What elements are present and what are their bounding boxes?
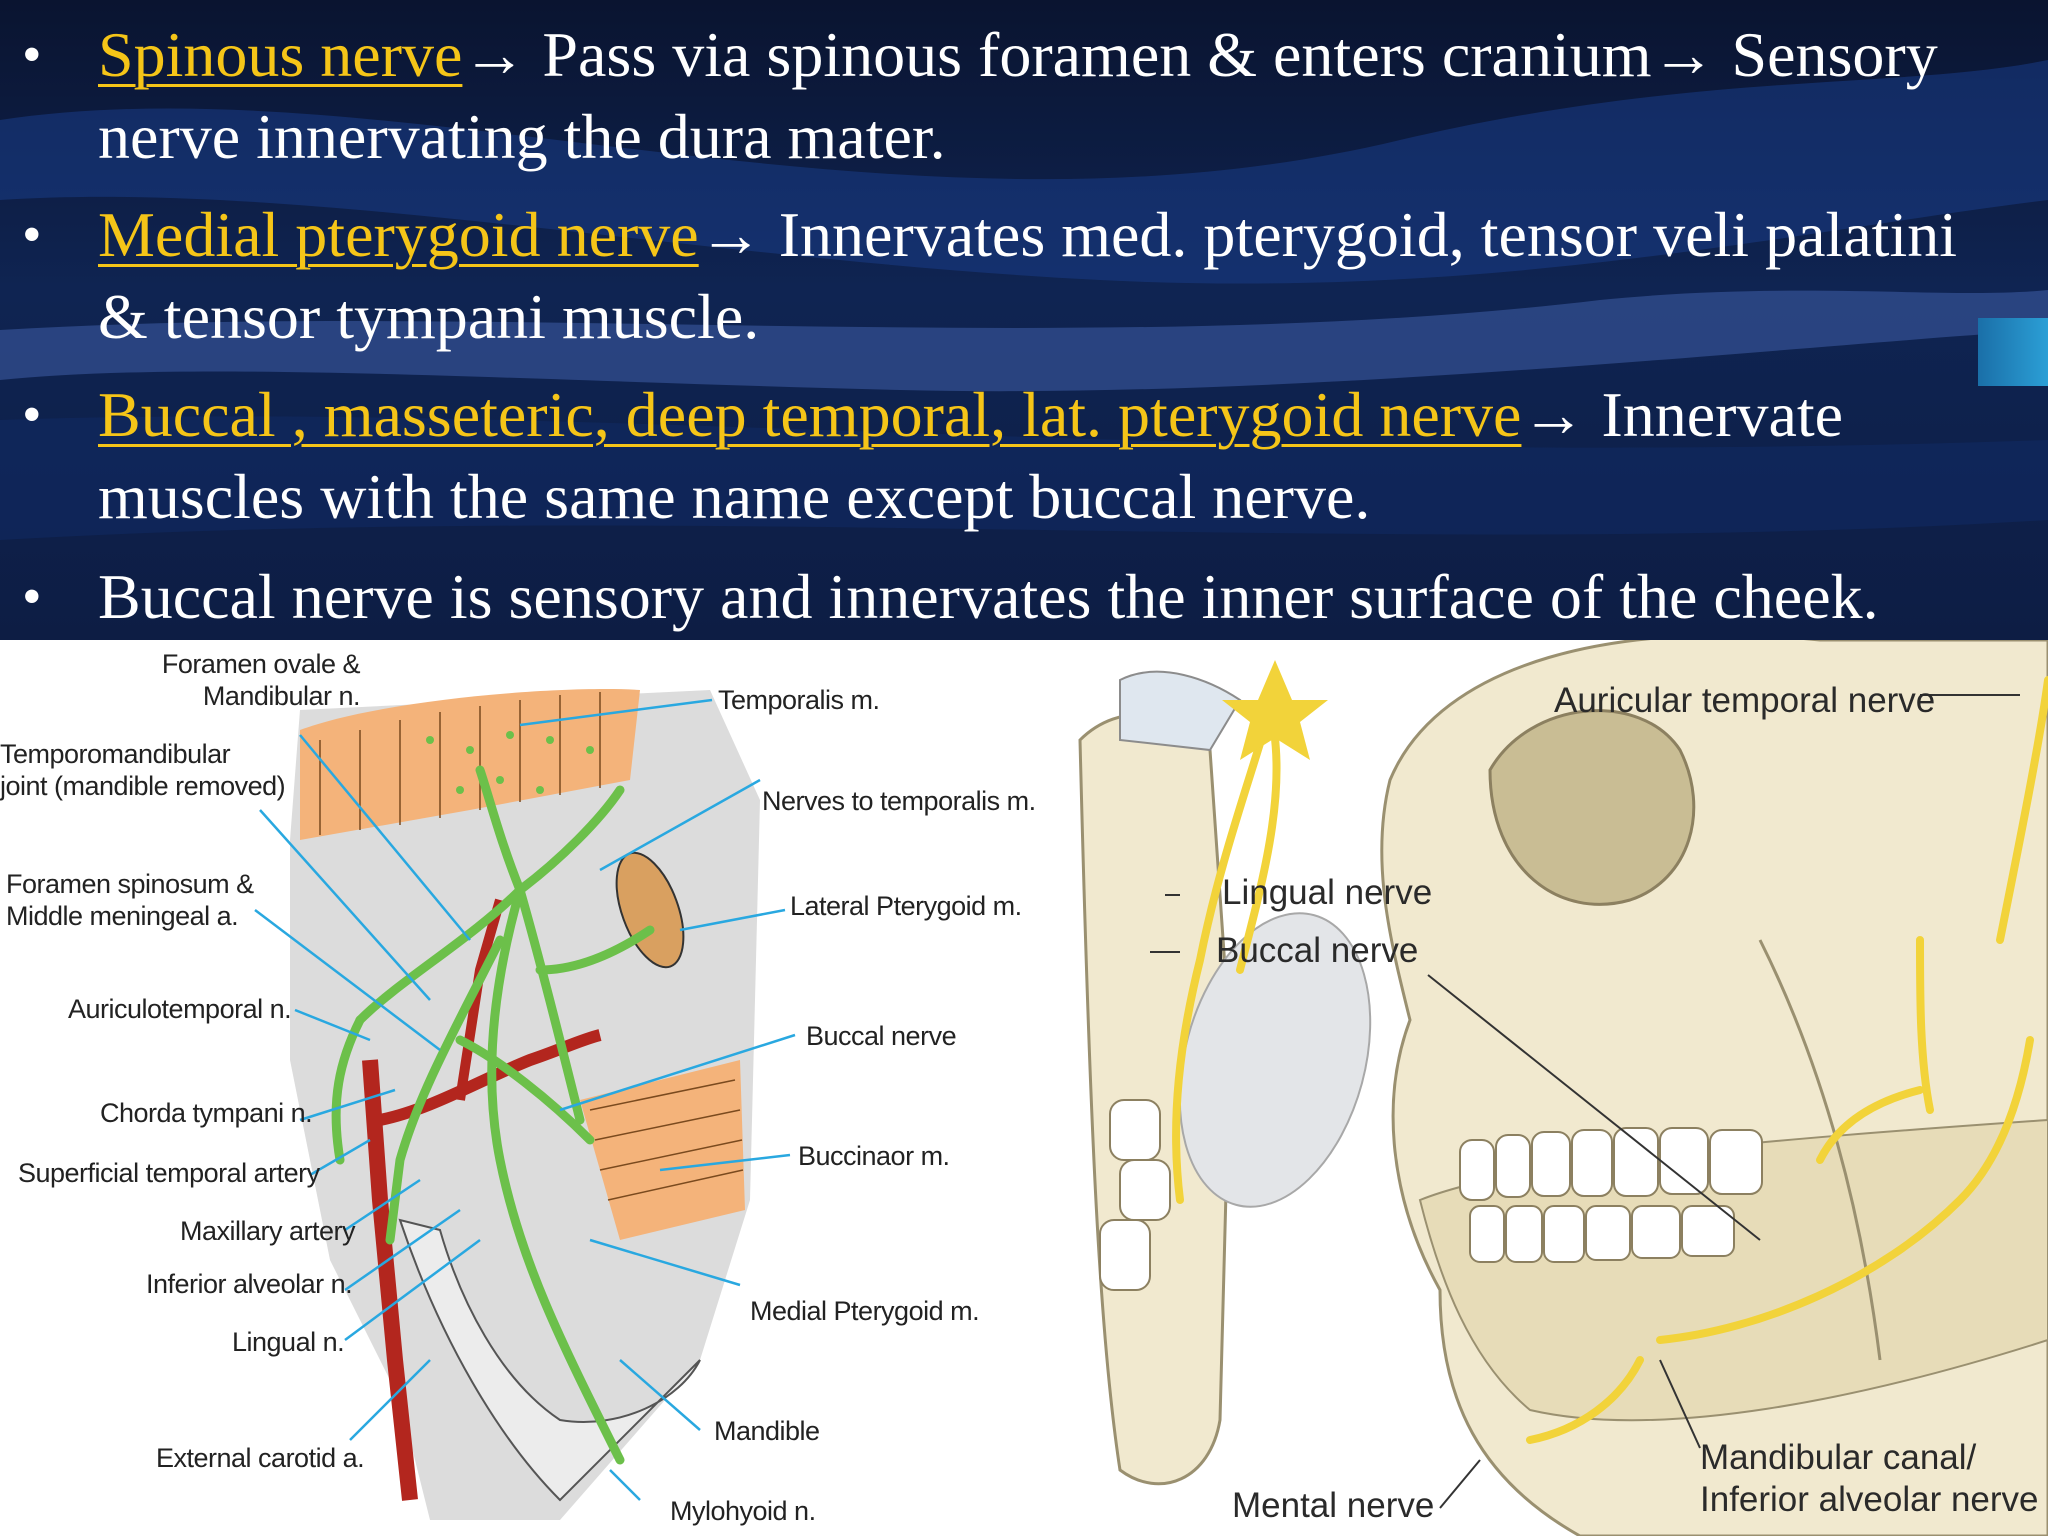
external-carotid-artery	[362, 1059, 418, 1501]
slide-background	[0, 0, 2048, 640]
bullet-arrow: →	[462, 19, 527, 90]
bullet-text: Innervate muscles with the same name exc…	[98, 379, 1844, 532]
label-medial-pterygoid: Medial Pterygoid m.	[750, 1296, 980, 1326]
bullet-highlight: Buccal , masseteric, deep temporal, lat.…	[98, 379, 1522, 450]
bullet-dot: •	[22, 204, 42, 266]
buccinator-muscle	[580, 1060, 745, 1240]
label-lateral-pterygoid: Lateral Pterygoid m.	[790, 891, 1022, 921]
label-temporalis: Temporalis m.	[718, 685, 880, 715]
label-mandibular-canal: Mandibular canal/ Inferior alveolar nerv…	[1700, 1438, 2039, 1519]
label-maxillary-artery: Maxillary artery	[180, 1216, 356, 1246]
bullet-dot: •	[22, 384, 42, 446]
orbit	[1488, 709, 1696, 906]
temporalis-muscle	[300, 689, 640, 840]
label-buccal-nerve: Buccal nerve	[1216, 931, 1419, 970]
label-mandible: Mandible	[714, 1416, 820, 1446]
label-foramen-ovale: Foramen ovale & Mandibular n.	[161, 649, 361, 711]
label-buccal-nerve: Buccal nerve	[806, 1021, 957, 1051]
label-superficial-temporal-artery: Superficial temporal artery	[18, 1158, 320, 1188]
dissection-illustration	[254, 689, 796, 1520]
bullet-spinous-nerve: • Spinous nerve→ Pass via spinous foramen…	[22, 14, 2018, 178]
skull-illustration	[1078, 640, 2048, 1536]
bullet-list: •Spinous nerve→ Pass via spinous foramen…	[0, 0, 2048, 640]
label-lingual-nerve: Lingual nerve	[1222, 873, 1433, 912]
label-tmj: Temporomandibular joint (mandible remove…	[0, 739, 286, 801]
bullet-highlight: Spinous nerve	[98, 19, 463, 90]
label-mylohyoid: Mylohyoid n.	[670, 1496, 816, 1526]
label-nerves-to-temporalis: Nerves to temporalis m.	[762, 786, 1036, 816]
wave-decoration	[0, 60, 2048, 540]
edge-accent-bar	[1978, 318, 2048, 386]
bullet-buccal-masseteric: • Buccal , masseteric, deep temporal, lat…	[22, 374, 2018, 538]
bullet-arrow: →	[1521, 379, 1586, 450]
label-mental-nerve: Mental nerve	[1232, 1486, 1435, 1525]
label-lingual: Lingual n.	[232, 1327, 345, 1357]
bullet-highlight: Medial pterygoid nerve	[98, 199, 699, 270]
label-auricular-temporal-nerve: Auricular temporal nerve	[1554, 681, 1936, 720]
skull-nerve-figure: Auricular temporal nerve Lingual nerve B…	[1060, 640, 2048, 1536]
bullet-medial-pterygoid-nerve: • Medial pterygoid nerve→ Innervates med.…	[22, 194, 2018, 358]
label-auriculotemporal: Auriculotemporal n.	[68, 994, 292, 1024]
bullet-dot: •	[22, 24, 42, 86]
ganglion	[1222, 660, 1328, 760]
label-buccinator: Buccinaor m.	[798, 1141, 950, 1171]
bullet-text: Innervates med. pterygoid, tensor veli p…	[98, 199, 1957, 352]
label-inferior-alveolar: Inferior alveolar n.	[146, 1269, 353, 1299]
label-external-carotid: External carotid a.	[156, 1443, 365, 1473]
bullet-text: Buccal nerve is sensory and innervates t…	[98, 561, 1879, 632]
mandible-outline	[398, 1218, 701, 1502]
mandibular-nerve-dissection-figure: Foramen ovale & Mandibular n. Temporoman…	[0, 640, 1060, 1536]
bullet-buccal-sensory: • Buccal nerve is sensory and innervates …	[22, 556, 2018, 638]
bullet-dot: •	[22, 566, 42, 628]
label-foramen-spinosum: Foramen spinosum & Middle meningeal a.	[6, 869, 254, 931]
bullet-arrow: →	[698, 199, 763, 270]
label-chorda-tympani: Chorda tympani n.	[100, 1098, 313, 1128]
bullet-text: Pass via spinous foramen & enters craniu…	[98, 19, 1938, 172]
